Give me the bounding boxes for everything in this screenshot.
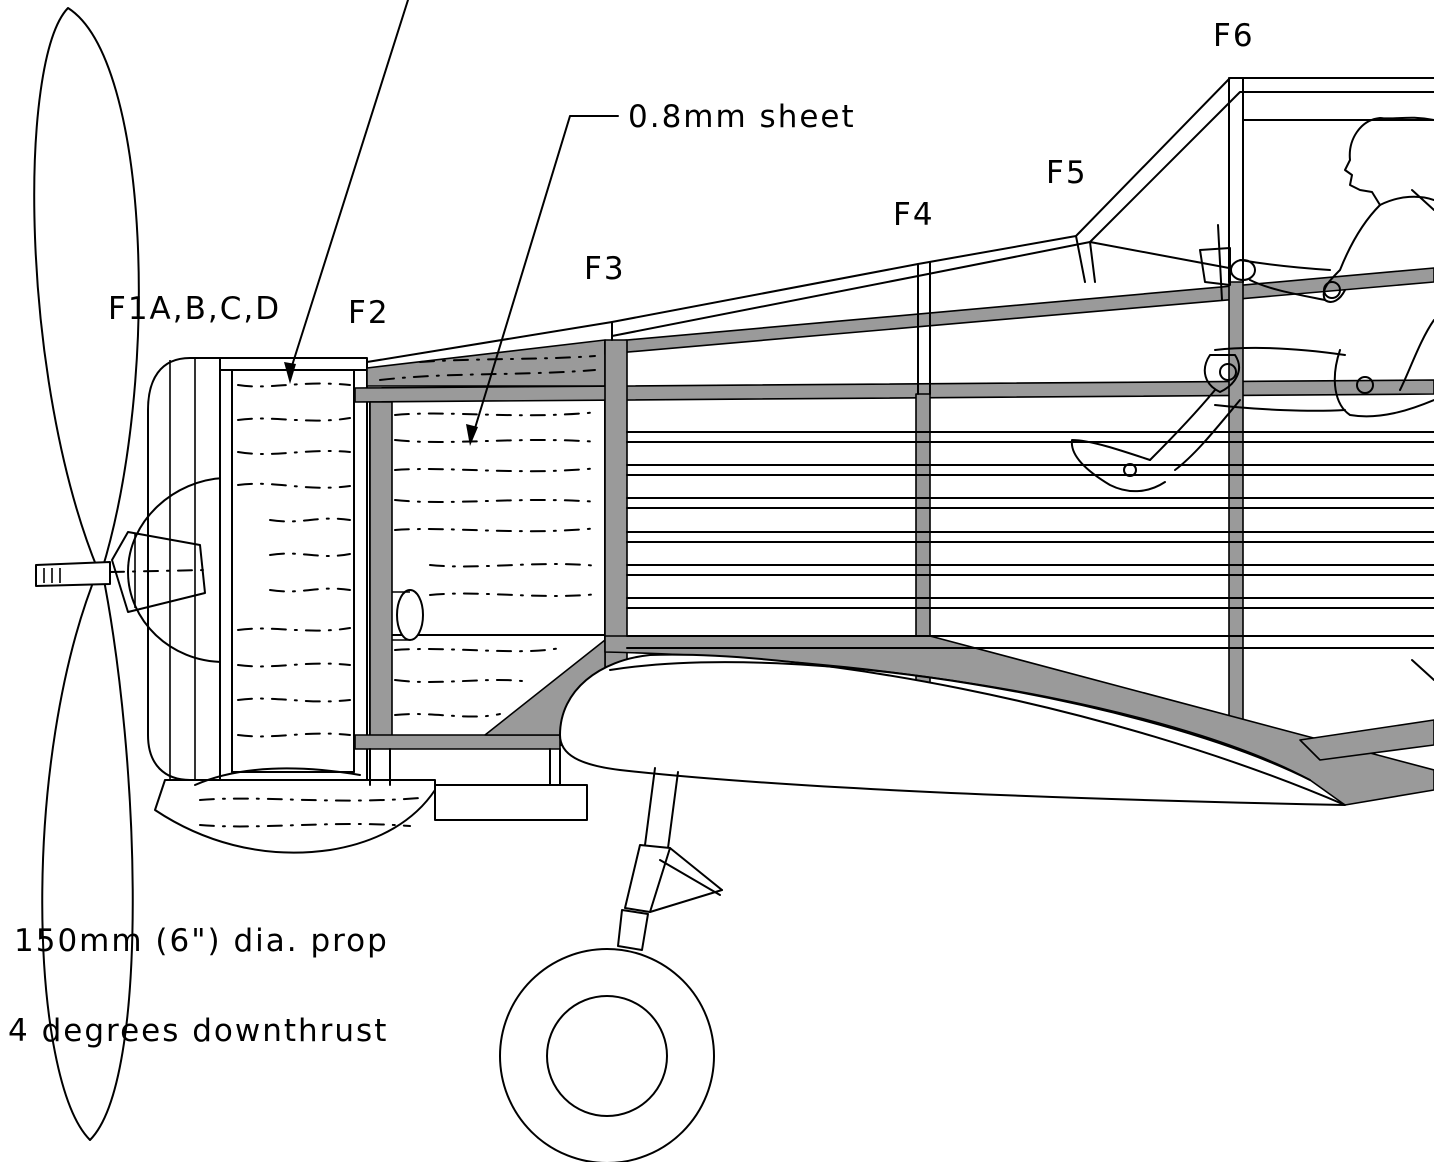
propeller bbox=[33, 7, 140, 1141]
label-f5: F5 bbox=[1046, 155, 1088, 191]
leader-lines bbox=[284, 0, 619, 446]
label-prop: 150mm (6") dia. prop bbox=[14, 923, 389, 959]
fuselage-structure bbox=[354, 267, 1434, 806]
undercarriage bbox=[499, 767, 723, 1162]
pilot-figure bbox=[1070, 116, 1434, 681]
side-stringers bbox=[626, 431, 1434, 649]
label-f2: F2 bbox=[348, 295, 390, 331]
wing-root-airfoil bbox=[559, 653, 1346, 806]
label-sheet: 0.8mm sheet bbox=[628, 99, 856, 135]
turtle-deck-frame bbox=[366, 77, 1434, 395]
label-f1: F1A,B,C,D bbox=[108, 291, 282, 327]
chin-block bbox=[154, 767, 588, 854]
prop-shaft bbox=[35, 561, 111, 587]
label-downthrust: 4 degrees downthrust bbox=[8, 1013, 389, 1049]
label-f6: F6 bbox=[1213, 18, 1255, 54]
label-f3: F3 bbox=[584, 251, 626, 287]
f2-block bbox=[219, 357, 368, 781]
label-f4: F4 bbox=[893, 197, 935, 233]
motor bbox=[109, 531, 206, 613]
front-support bbox=[369, 748, 561, 786]
